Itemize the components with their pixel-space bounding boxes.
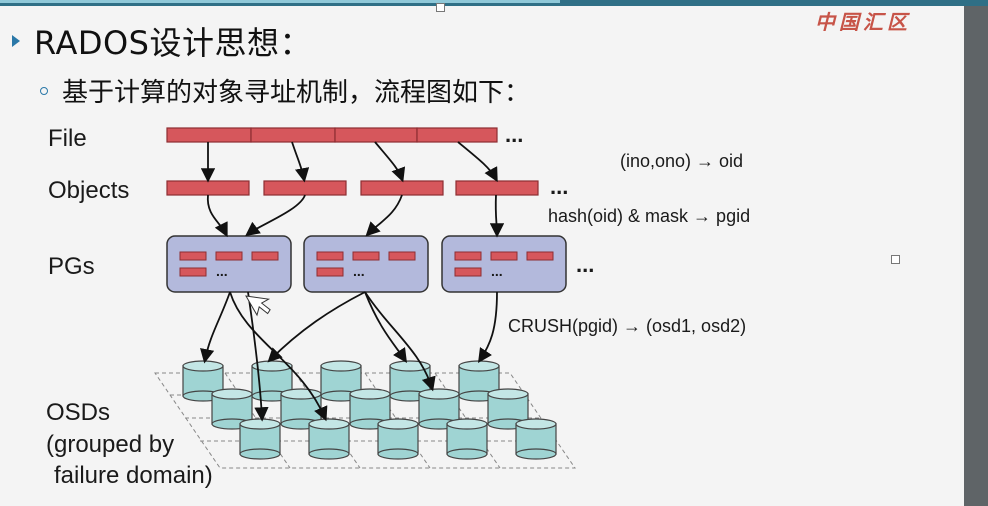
osd-cylinder: [239, 418, 281, 460]
osd-cylinder: [446, 418, 488, 460]
pgs-ellipsis: ...: [576, 252, 594, 277]
formula-oid: (ino,ono) → oid: [620, 151, 743, 171]
osd-cylinder: [377, 418, 419, 460]
resize-handle-right[interactable]: [891, 255, 900, 264]
pg-box-3: ...: [441, 235, 567, 293]
top-bar-highlight: [0, 0, 560, 3]
file-to-object-arrows: [200, 141, 498, 183]
watermark-seal: 中国汇区: [815, 10, 911, 34]
title-text: RADOS设计思想：: [34, 24, 312, 62]
row-label-osds: OSDs: [46, 399, 110, 426]
resize-handle-top[interactable]: [436, 3, 445, 12]
row-label-file: File: [48, 125, 87, 152]
slide-title: RADOS设计思想：: [12, 18, 312, 64]
pg-2-ellipsis: ...: [353, 263, 365, 279]
row-label-objects: Objects: [48, 177, 129, 204]
slide-subtitle: 基于计算的对象寻址机制，流程图如下：: [40, 72, 530, 109]
object-segments: [166, 180, 539, 196]
file-bar: [166, 127, 498, 143]
osd-cylinder: [515, 418, 557, 460]
formula-crush: CRUSH(pgid) → (osd1, osd2): [508, 316, 746, 336]
mouse-cursor-icon: [245, 295, 271, 317]
osd-cylinders: [182, 360, 557, 460]
top-bar: [0, 0, 988, 8]
pg-3-ellipsis: ...: [491, 263, 503, 279]
pg-box-2: ...: [303, 235, 429, 293]
pg-to-osd-arrows: [200, 291, 498, 422]
pg-box-1: ...: [166, 235, 292, 293]
file-ellipsis: ...: [505, 122, 523, 147]
subtitle-text: 基于计算的对象寻址机制，流程图如下：: [62, 78, 531, 108]
osd-cylinder: [308, 418, 350, 460]
pg-1-ellipsis: ...: [216, 263, 228, 279]
subtitle-bullet-icon: [40, 86, 48, 95]
formula-pgid: hash(oid) & mask → pgid: [548, 206, 750, 226]
object-to-pg-arrows: [207, 194, 505, 238]
objects-ellipsis: ...: [550, 174, 568, 199]
row-label-pgs: PGs: [48, 253, 95, 280]
row-label-osds-grouped: (grouped by: [46, 431, 174, 458]
osd-cylinder: [487, 388, 529, 430]
window-edge: [964, 6, 988, 506]
row-label-osds-failure: failure domain): [54, 462, 213, 489]
title-bullet-icon: [12, 35, 20, 47]
